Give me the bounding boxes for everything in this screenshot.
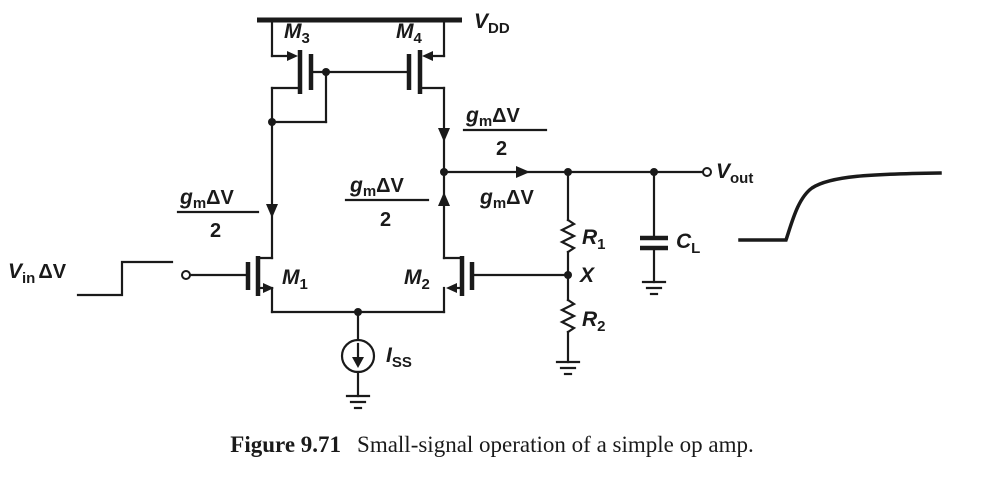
svg-text:2: 2 <box>496 138 507 160</box>
m4-label: M4 <box>396 20 423 47</box>
transistor-m1 <box>181 256 274 314</box>
m3-label: M3 <box>284 20 310 47</box>
iss-label: ISS <box>386 344 412 371</box>
m1-label: M1 <box>282 266 308 293</box>
cl-label: CL <box>676 230 700 257</box>
resistor-r2 <box>559 298 577 334</box>
ground-iss <box>345 370 371 410</box>
input-step-waveform <box>76 260 174 297</box>
resistor-r1 <box>559 218 577 254</box>
vout-label: Vout <box>716 160 753 187</box>
current-label-m4: gmΔV 2 <box>462 104 548 160</box>
current-arrow-m4 <box>438 128 450 142</box>
figure-caption: Figure 9.71 Small-signal operation of a s… <box>0 432 984 458</box>
current-arrow-m1 <box>266 204 278 218</box>
svg-text:gmΔV: gmΔV <box>349 174 405 200</box>
node-x <box>564 271 572 279</box>
ground-r2 <box>555 360 581 376</box>
output-response-curve <box>738 171 942 242</box>
vdd-label: VDD <box>474 10 510 37</box>
current-source-iss <box>340 338 376 374</box>
transistor-m3 <box>268 18 330 126</box>
r1-label: R1 <box>582 226 606 253</box>
current-arrow-out <box>516 166 530 178</box>
current-label-m1: gmΔV 2 <box>176 186 260 242</box>
caption-number: Figure 9.71 <box>230 432 342 457</box>
current-label-out: gmΔV <box>479 186 535 212</box>
svg-text:gmΔV: gmΔV <box>465 104 521 130</box>
svg-text:gmΔV: gmΔV <box>179 186 235 212</box>
capacitor-cl <box>640 170 668 296</box>
transistor-m4 <box>324 18 446 174</box>
current-label-m2: gmΔV 2 <box>344 174 430 231</box>
x-label: X <box>579 264 596 287</box>
svg-text:2: 2 <box>210 220 221 242</box>
r2-label: R2 <box>582 308 606 335</box>
m2-label: M2 <box>404 266 430 293</box>
transistor-m2 <box>438 170 570 314</box>
svg-text:2: 2 <box>380 209 391 231</box>
caption-text: Small-signal operation of a simple op am… <box>357 432 754 457</box>
svg-text:gmΔV: gmΔV <box>479 186 535 212</box>
